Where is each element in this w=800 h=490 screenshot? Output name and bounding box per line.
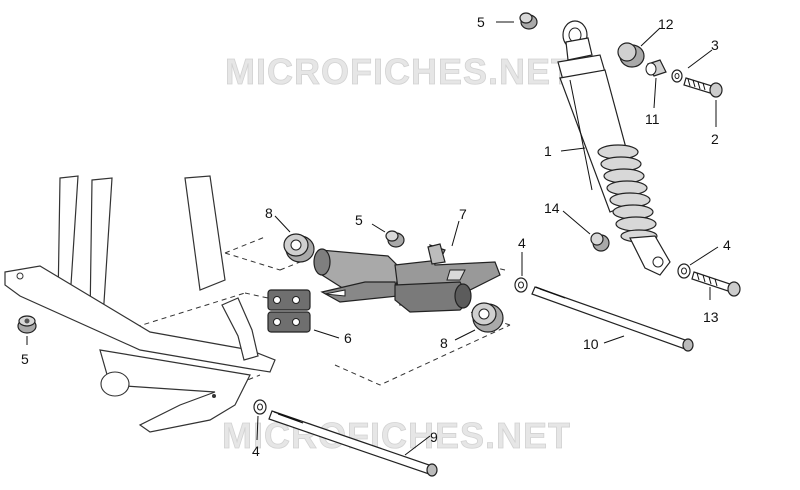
callout-5-top: 5 xyxy=(477,14,485,30)
callout-6: 6 xyxy=(344,330,352,346)
nut-14 xyxy=(590,232,610,252)
callout-4-center: 4 xyxy=(518,235,526,251)
callout-13: 13 xyxy=(703,309,719,325)
spacer-11 xyxy=(645,59,667,77)
callout-1: 1 xyxy=(544,143,552,159)
bushing-8-upper xyxy=(283,233,315,263)
nut-5-left xyxy=(17,315,37,334)
shock-absorber-1 xyxy=(557,20,671,276)
bolt-13 xyxy=(691,271,741,297)
callout-3: 3 xyxy=(711,37,719,53)
callout-7: 7 xyxy=(459,206,467,222)
bolt-2 xyxy=(683,77,723,98)
washer-3 xyxy=(671,69,683,83)
callout-labels: 1 2 3 4 4 4 5 5 5 6 7 8 8 9 10 11 12 13 … xyxy=(21,14,731,459)
callout-12: 12 xyxy=(658,16,674,32)
leader-lines xyxy=(26,21,719,456)
swing-arm-7 xyxy=(313,243,501,313)
callout-5-left: 5 xyxy=(21,351,29,367)
callout-8-lower: 8 xyxy=(440,335,448,351)
washer-4-right xyxy=(677,263,691,279)
bolt-9 xyxy=(268,410,438,477)
rubber-blocks-6 xyxy=(267,289,311,333)
callout-4-bottom: 4 xyxy=(252,443,260,459)
bushing-12 xyxy=(617,42,645,68)
callout-9: 9 xyxy=(430,429,438,445)
callout-10: 10 xyxy=(583,336,599,352)
washer-4-bottom xyxy=(253,399,267,415)
bushing-8-lower xyxy=(471,302,504,333)
frame-chassis xyxy=(4,175,276,433)
nut-5-top xyxy=(519,12,538,30)
nut-5-middle xyxy=(385,230,405,248)
bolt-10 xyxy=(531,286,694,352)
washer-4-center xyxy=(514,277,528,293)
callout-5-middle: 5 xyxy=(355,212,363,228)
callout-2: 2 xyxy=(711,131,719,147)
callout-4-right: 4 xyxy=(723,237,731,253)
shock-spring xyxy=(597,144,658,243)
callout-14: 14 xyxy=(544,200,560,216)
watermark-top: MICROFICHES.NET xyxy=(225,51,574,92)
callout-8-upper: 8 xyxy=(265,205,273,221)
callout-11: 11 xyxy=(645,111,660,127)
